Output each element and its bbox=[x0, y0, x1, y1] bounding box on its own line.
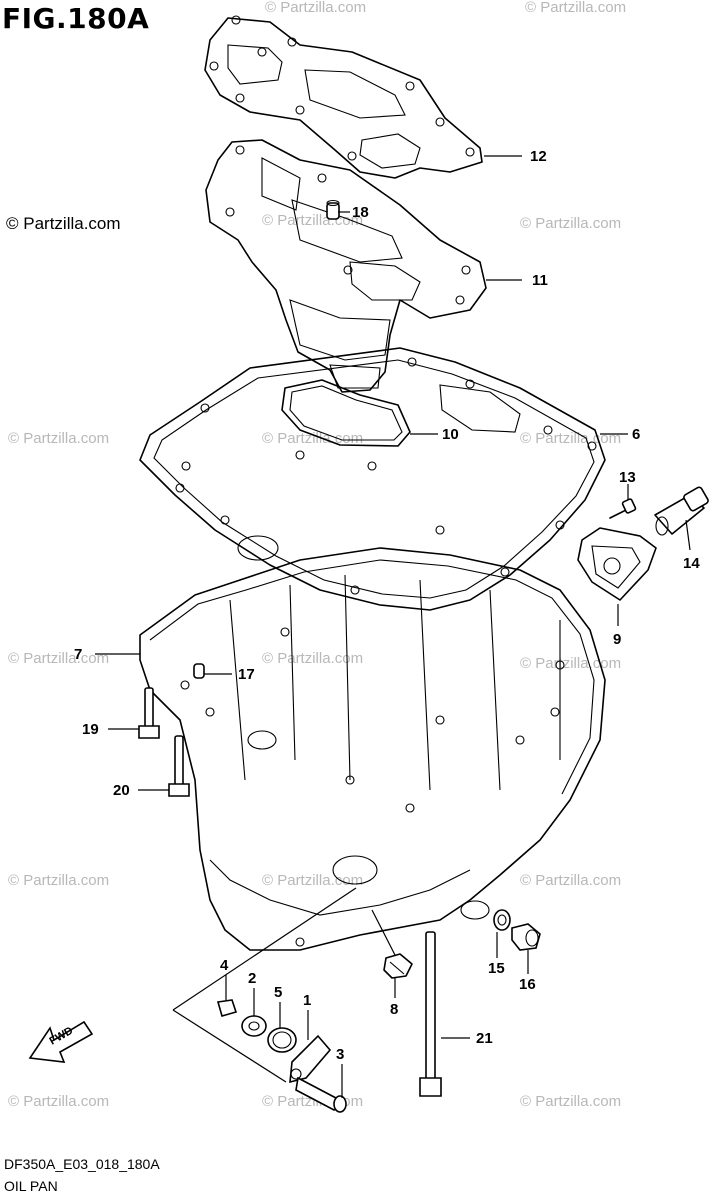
bolt-3 bbox=[295, 1076, 347, 1113]
strainer-housing-11 bbox=[205, 139, 487, 393]
sensor-housing-9 bbox=[577, 527, 657, 601]
gasket-6 bbox=[139, 347, 606, 611]
callout-2: 2 bbox=[248, 970, 256, 987]
bolt-4 bbox=[216, 999, 238, 1017]
oil-pan-7 bbox=[139, 547, 606, 951]
bolt-19 bbox=[138, 687, 160, 739]
callout-6: 6 bbox=[632, 426, 640, 443]
long-bolt-21 bbox=[419, 931, 442, 1097]
callout-lines bbox=[95, 155, 691, 1098]
dowel-pin-17 bbox=[193, 663, 205, 679]
callout-15: 15 bbox=[488, 960, 505, 977]
callout-7: 7 bbox=[74, 646, 82, 663]
callout-4: 4 bbox=[220, 957, 229, 974]
callout-11: 11 bbox=[532, 272, 548, 289]
callout-21: 21 bbox=[476, 1030, 493, 1047]
callout-18: 18 bbox=[352, 204, 369, 221]
spacer-2 bbox=[241, 1015, 267, 1037]
callout-9: 9 bbox=[613, 631, 621, 648]
callout-8: 8 bbox=[390, 1001, 398, 1018]
diagram-caption: OIL PAN bbox=[4, 1178, 58, 1194]
figure-title: FIG.180A bbox=[2, 2, 150, 35]
oring-10 bbox=[281, 379, 411, 447]
diagram-code: DF350A_E03_018_180A bbox=[4, 1156, 160, 1172]
drain-plug-16 bbox=[511, 923, 541, 951]
callout-3: 3 bbox=[336, 1046, 344, 1063]
washer-15 bbox=[493, 909, 511, 931]
callout-12: 12 bbox=[530, 148, 547, 165]
gasket-12 bbox=[204, 15, 483, 179]
watermark: © Partzilla.com bbox=[262, 430, 363, 447]
sensor-14 bbox=[654, 486, 709, 536]
watermark-group: © Partzilla.com © Partzilla.com © Partzi… bbox=[8, 0, 626, 1110]
copyright-notice: © Partzilla.com bbox=[6, 214, 121, 233]
watermark: © Partzilla.com bbox=[8, 430, 109, 447]
watermark: © Partzilla.com bbox=[262, 212, 363, 229]
bolt-13 bbox=[609, 498, 637, 519]
callout-19: 19 bbox=[82, 721, 99, 738]
callout-20: 20 bbox=[113, 782, 130, 799]
dowel-pin-18 bbox=[326, 199, 340, 220]
callout-17: 17 bbox=[238, 666, 255, 683]
fitting-8 bbox=[383, 953, 413, 979]
callout-5: 5 bbox=[274, 984, 282, 1001]
callout-16: 16 bbox=[519, 976, 536, 993]
callout-1: 1 bbox=[303, 992, 311, 1009]
oring-5 bbox=[267, 1027, 297, 1053]
watermark: © Partzilla.com bbox=[520, 1093, 621, 1110]
watermark: © Partzilla.com bbox=[8, 650, 109, 667]
watermark: © Partzilla.com bbox=[520, 215, 621, 232]
watermark: © Partzilla.com bbox=[8, 872, 109, 889]
watermark: © Partzilla.com bbox=[262, 872, 363, 889]
watermark: © Partzilla.com bbox=[8, 1093, 109, 1110]
callout-labels: 12 18 11 10 6 13 14 9 7 17 19 20 4 2 5 1… bbox=[74, 148, 700, 1063]
watermark: © Partzilla.com bbox=[525, 0, 626, 16]
watermark: © Partzilla.com bbox=[520, 430, 621, 447]
watermark: © Partzilla.com bbox=[520, 872, 621, 889]
callout-14: 14 bbox=[683, 555, 700, 572]
watermark: © Partzilla.com bbox=[265, 0, 366, 16]
callout-10: 10 bbox=[442, 426, 459, 443]
callout-13: 13 bbox=[619, 469, 636, 486]
bracket-1 bbox=[289, 1034, 332, 1084]
fwd-arrow-icon: FWD bbox=[28, 1020, 94, 1063]
bolt-20 bbox=[168, 735, 190, 797]
watermark: © Partzilla.com bbox=[520, 655, 621, 672]
watermark: © Partzilla.com bbox=[262, 650, 363, 667]
